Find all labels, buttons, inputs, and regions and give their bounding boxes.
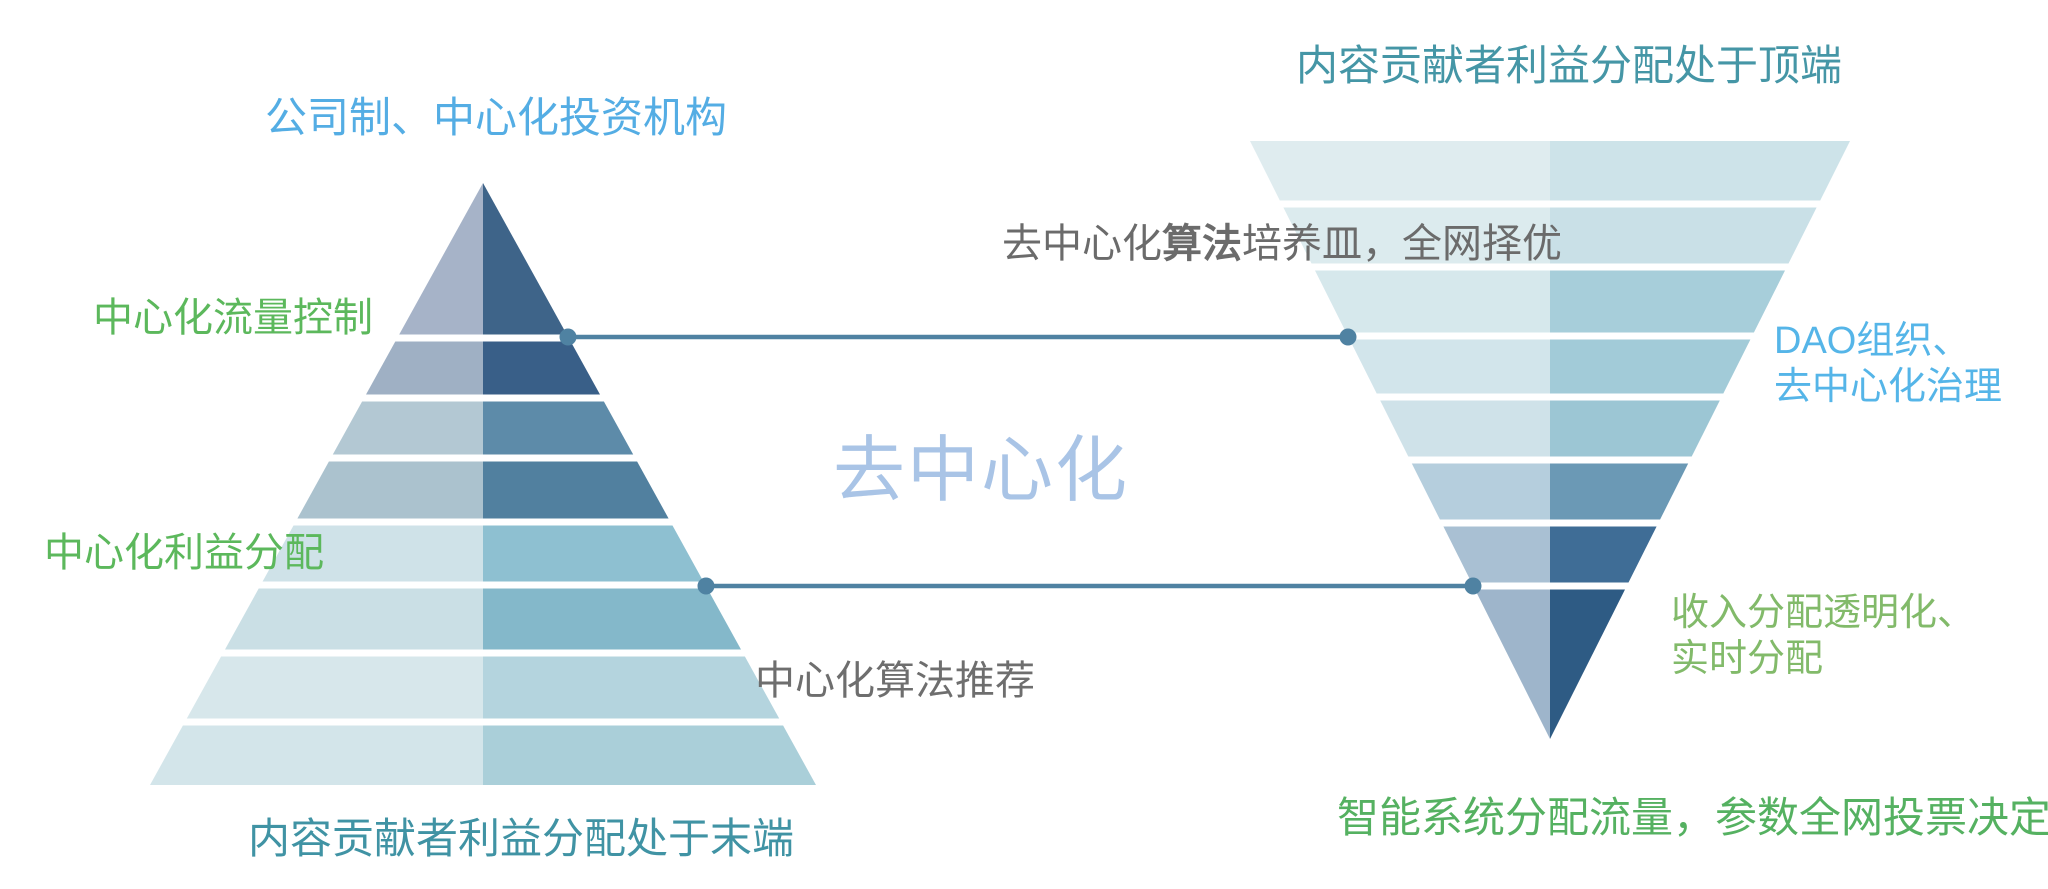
left-pyramid-layer-4-right xyxy=(483,461,669,519)
label-decentralized-algorithm-petri-dish: 去中心化算法培养皿，全网择优 xyxy=(1002,221,1562,267)
income-line2: 实时分配 xyxy=(1671,638,1824,681)
label-contributors-at-bottom: 内容贡献者利益分配处于末端 xyxy=(248,815,795,862)
right-pyramid-layer-6-left xyxy=(1411,463,1550,520)
left-pyramid-layer-3-left xyxy=(332,401,483,455)
left-pyramid-layer-4-left xyxy=(297,461,483,519)
right-pyramid-layer-3-left xyxy=(1315,270,1550,333)
left-pyramid-layer-2-left xyxy=(366,341,483,395)
right-pyramid-layer-7-right xyxy=(1550,526,1657,583)
dao-line1: DAO组织、 xyxy=(1774,320,1971,362)
left-pyramid-layer-7-right xyxy=(483,656,780,719)
right-pyramid-layer-2-left xyxy=(1283,207,1550,264)
right-pyramid-layer-3-right xyxy=(1550,270,1785,333)
right-pyramid-layer-4-right xyxy=(1550,339,1751,394)
left-pyramid-layer-1-right xyxy=(483,183,567,335)
label-contributors-at-top: 内容贡献者利益分配处于顶端 xyxy=(1296,42,1843,89)
right-pyramid-layer-6-right xyxy=(1550,463,1689,520)
right-pyramid-layer-5-left xyxy=(1380,400,1550,457)
left-pyramid-layer-5-left xyxy=(262,525,483,582)
left-pyramid-layer-1-left xyxy=(399,183,483,335)
right-pyramid-layer-8-right xyxy=(1550,589,1625,739)
label-centralized-algorithm-recommendation: 中心化算法推荐 xyxy=(755,659,1035,703)
algo-right-bold-term: 算法 xyxy=(1162,222,1242,266)
right-pyramid-layer-1-right xyxy=(1550,141,1850,201)
left-pyramid-layer-5-right xyxy=(483,525,704,582)
right-pyramid-layer-5-right xyxy=(1550,400,1720,457)
center-title-decentralization: 去中心化 xyxy=(833,431,1130,511)
label-smart-system-traffic-voting: 智能系统分配流量，参数全网投票决定 xyxy=(1337,794,2048,841)
right-pyramid-layer-2-right xyxy=(1550,207,1817,264)
label-transparent-income-distribution: 收入分配透明化、 实时分配 xyxy=(1671,590,1975,683)
connector-1-dot-left xyxy=(559,328,577,346)
income-line1: 收入分配透明化、 xyxy=(1671,592,1976,634)
connector-2-dot-left xyxy=(697,577,715,595)
label-centralized-traffic-control: 中心化流量控制 xyxy=(93,296,373,340)
right-pyramid-layer-4-left xyxy=(1349,339,1550,394)
left-pyramid-layer-6-right xyxy=(483,588,741,650)
connector-2-dot-right xyxy=(1464,577,1482,595)
left-pyramid-layer-6-left xyxy=(225,588,483,650)
left-pyramid-layer-7-left xyxy=(186,656,484,719)
left-pyramid-layer-2-right xyxy=(483,341,600,395)
label-dao-governance: DAO组织、 去中心化治理 xyxy=(1774,318,2002,411)
left-pyramid-layer-8-right xyxy=(483,725,816,785)
label-centralized-benefit-distribution: 中心化利益分配 xyxy=(44,531,324,575)
left-pyramid-layer-8-left xyxy=(150,725,483,785)
right-pyramid-layer-7-left xyxy=(1443,526,1550,583)
right-pyramid-layer-8-left xyxy=(1475,589,1550,739)
connector-1-dot-right xyxy=(1339,328,1357,346)
algo-right-prefix: 去中心化 xyxy=(1002,222,1162,266)
dao-line2: 去中心化治理 xyxy=(1774,366,2003,409)
right-pyramid-layer-1-left xyxy=(1250,141,1550,201)
left-pyramid-layer-3-right xyxy=(483,401,634,455)
label-company-centralized-investment: 公司制、中心化投资机构 xyxy=(265,94,728,141)
algo-right-suffix: 培养皿，全网择优 xyxy=(1242,222,1562,266)
